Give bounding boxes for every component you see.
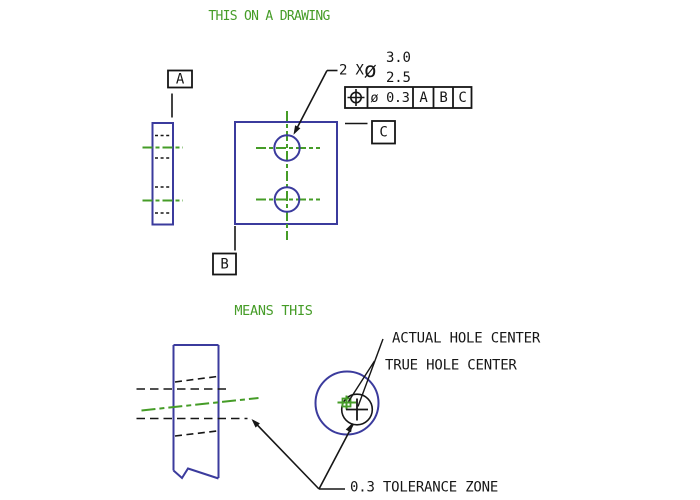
hole-callout-count: 2 X: [339, 63, 364, 79]
means-section-title: MEANS THIS: [234, 303, 312, 319]
tolerance-zone-label: 0.3 TOLERANCE ZONE: [350, 480, 498, 496]
datum-a-box: [167, 69, 193, 89]
datum-a-label: A: [176, 72, 185, 88]
datum-c-box: [371, 120, 396, 145]
zone-arrowhead-right: [345, 423, 353, 433]
actual-hole-center-label: ACTUAL HOLE CENTER: [392, 331, 541, 347]
zone-leader-right: [318, 424, 354, 490]
zone-arrowhead-left: [251, 419, 260, 428]
position-symbol-icon: [347, 89, 365, 106]
actual-hole-circle: [340, 393, 374, 426]
true-center-marker: [337, 395, 356, 410]
fcf-frame: [344, 86, 473, 109]
zone-leader-left: [252, 419, 320, 490]
means-side-view: [172, 344, 220, 480]
datum-c-label: C: [379, 125, 387, 141]
actual-axis-centerline: [141, 397, 259, 412]
hole-lower-limit: 2.5: [386, 70, 411, 86]
fcf-datum-3: C: [458, 90, 466, 106]
fcf-tolerance: ø 0.3: [370, 90, 409, 106]
break-line: [172, 467, 219, 480]
means-section: MEANS THIS ACTUAL HOLE CENTER TRUE H: [136, 303, 541, 496]
actual-center-cross: [346, 398, 368, 421]
datum-b-label: B: [220, 257, 228, 273]
hole-edge-hidden-line: [174, 430, 218, 437]
fcf-datum-2: B: [439, 90, 447, 106]
hole-upper-limit: 3.0: [386, 50, 411, 66]
drawing-section: THIS ON A DRAWING A 2 X ø 3.0 2.5: [142, 9, 473, 276]
datum-b-box: [212, 252, 237, 276]
true-leader-line: [347, 360, 376, 402]
drawing-section-title: THIS ON A DRAWING: [208, 9, 330, 24]
fcf-datum-1: A: [419, 90, 428, 106]
leader-arrowhead: [293, 125, 301, 135]
true-center-square: [341, 397, 352, 408]
hole-callout-leader: [295, 70, 328, 131]
hole-top: [273, 134, 301, 162]
side-view-outline: [151, 122, 174, 226]
zone-callout: 0.3 TOLERANCE ZONE: [251, 419, 498, 496]
actual-leader-line: [357, 338, 384, 407]
diameter-symbol: ø: [364, 58, 377, 82]
feature-control-frame: ø 0.3 A B C: [344, 86, 473, 109]
hole-edge-hidden-line: [174, 375, 218, 383]
hole-bottom: [273, 186, 301, 213]
true-hole-center-label: TRUE HOLE CENTER: [385, 358, 517, 374]
